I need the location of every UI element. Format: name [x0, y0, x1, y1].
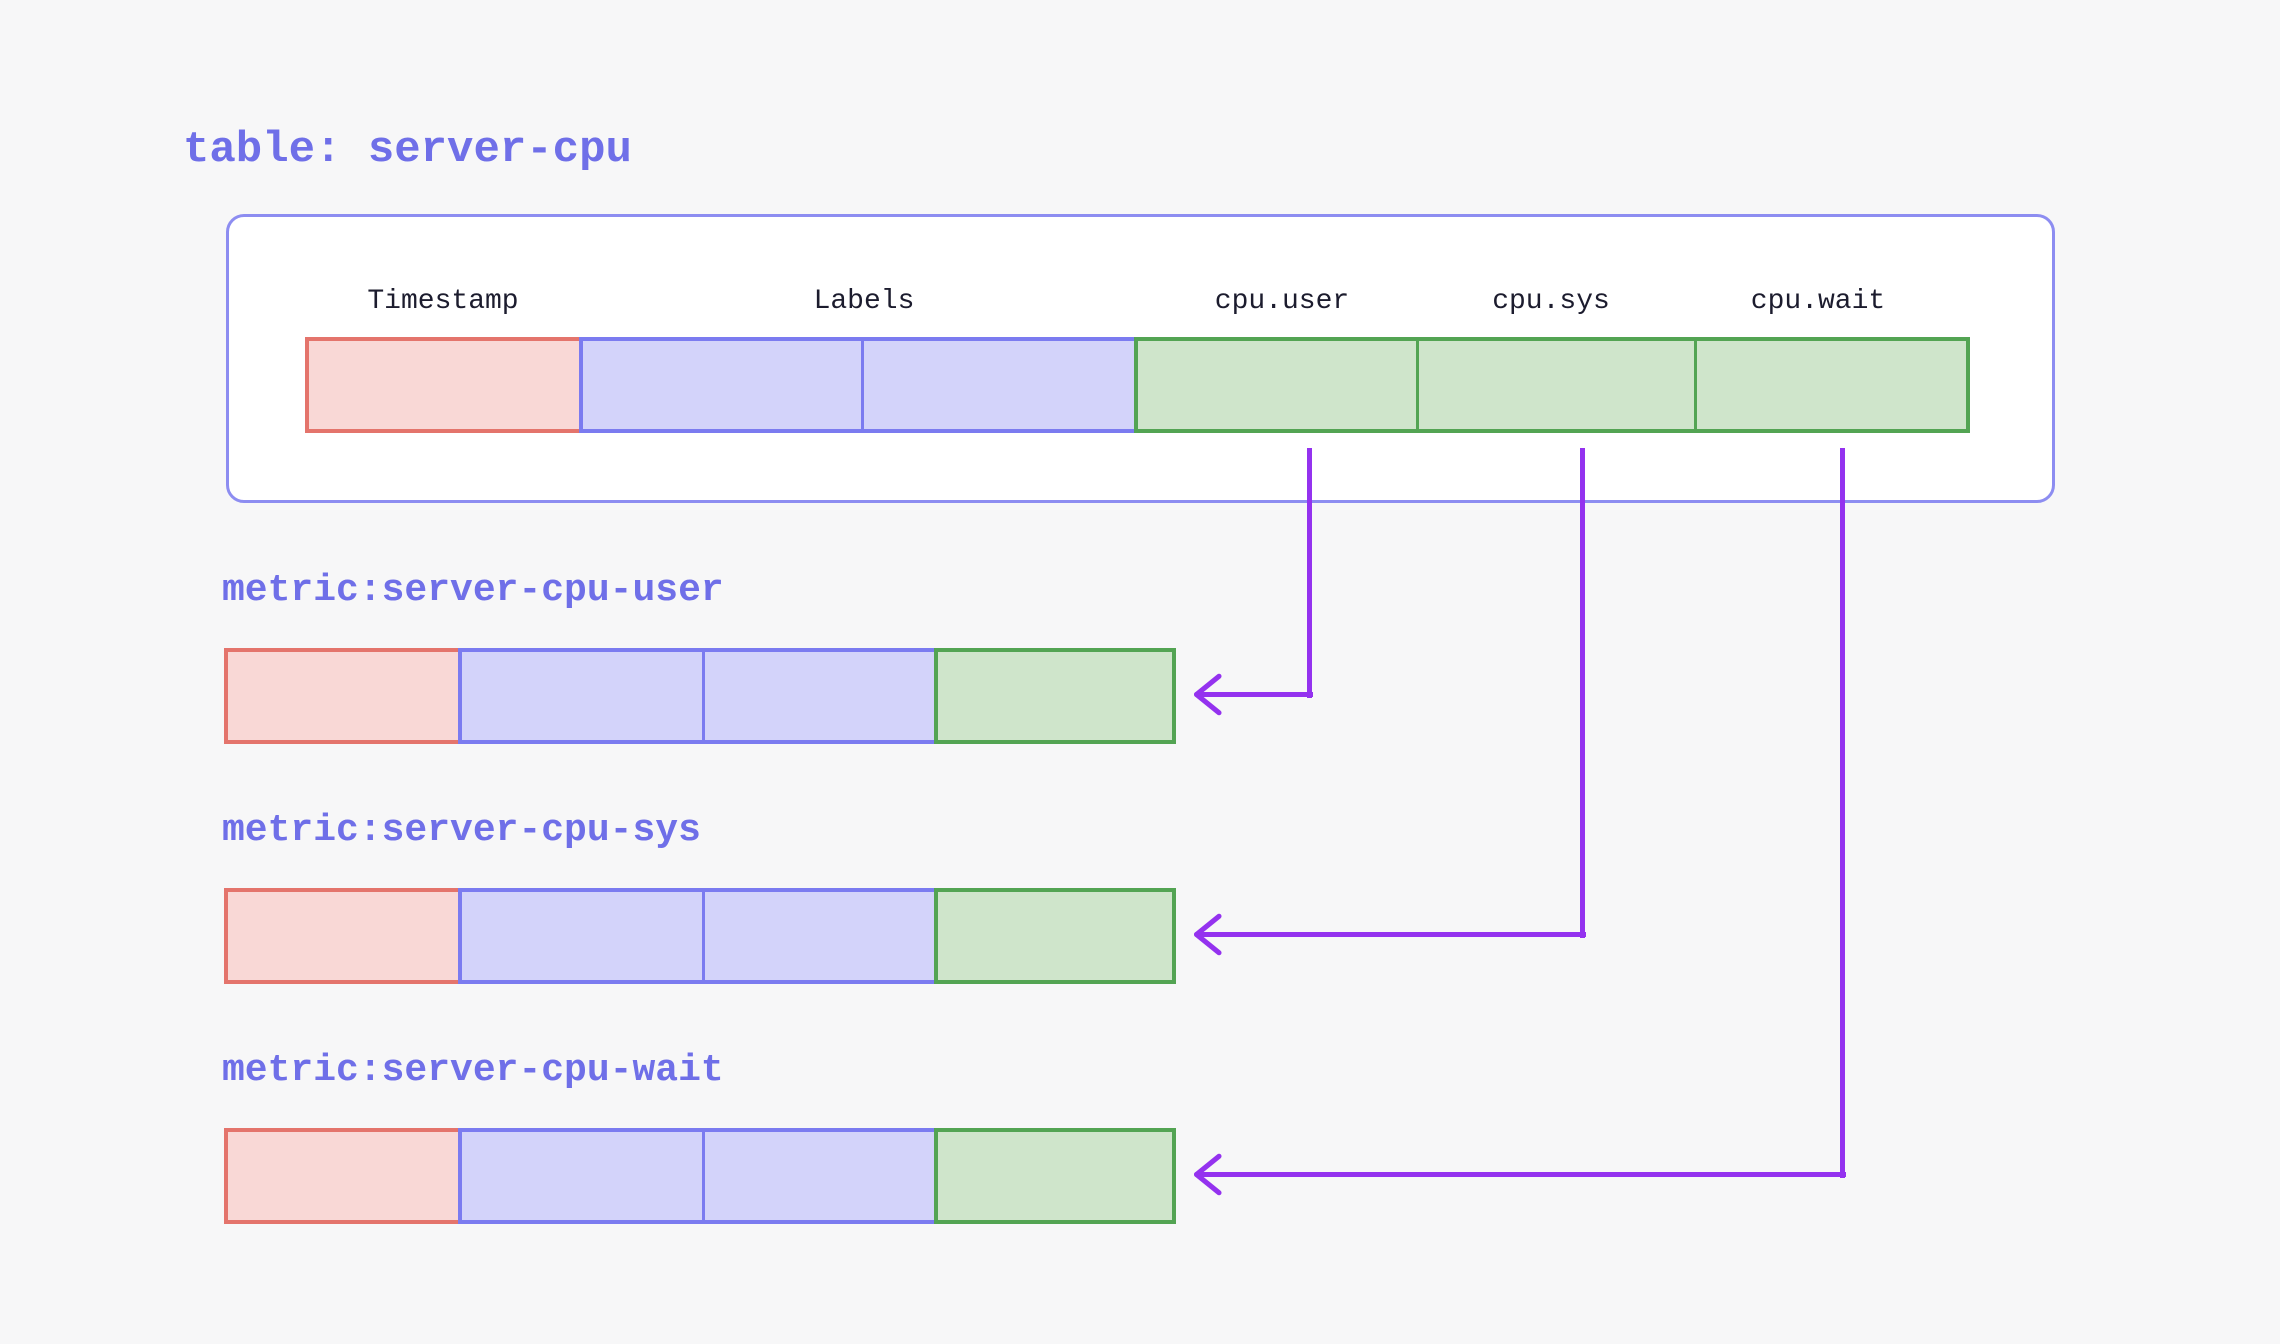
- connector-line: [1198, 1172, 1846, 1177]
- metric-cell-timestamp: [224, 648, 462, 744]
- metric-cells-labels: [458, 648, 942, 744]
- connector-line: [1580, 448, 1585, 938]
- column-header-labels: Labels: [813, 286, 915, 317]
- table-box: Timestamp Labels cpu.user cpu.sys cpu.wa…: [226, 214, 2055, 503]
- cell-divider: [702, 1132, 705, 1220]
- cell-divider: [1416, 341, 1419, 429]
- column-header-cpu-sys: cpu.sys: [1492, 286, 1610, 317]
- cell-divider: [702, 652, 705, 740]
- metric-row-sys: [224, 888, 1176, 984]
- table-title: table: server-cpu: [183, 125, 632, 175]
- metric-cell-value: [934, 1128, 1176, 1224]
- column-header-cpu-wait: cpu.wait: [1750, 286, 1886, 317]
- metric-cells-labels: [458, 1128, 942, 1224]
- cell-divider: [1694, 341, 1697, 429]
- metric-label-sys: metric:server-cpu-sys: [222, 809, 701, 852]
- connector-line: [1307, 448, 1312, 698]
- metric-cell-value: [934, 888, 1176, 984]
- table-cell-timestamp: [305, 337, 583, 433]
- connector-line: [1840, 448, 1845, 1178]
- column-header-cpu-user: cpu.user: [1214, 286, 1350, 317]
- metric-label-user: metric:server-cpu-user: [222, 569, 724, 612]
- cell-divider: [861, 341, 864, 429]
- table-cells-fields: [1134, 337, 1970, 433]
- metric-cell-timestamp: [224, 1128, 462, 1224]
- connector-line: [1198, 932, 1586, 937]
- table-cells-labels: [579, 337, 1142, 433]
- metric-label-wait: metric:server-cpu-wait: [222, 1049, 724, 1092]
- cell-divider: [702, 892, 705, 980]
- column-header-timestamp: Timestamp: [367, 286, 519, 317]
- metric-cell-timestamp: [224, 888, 462, 984]
- metric-row-user: [224, 648, 1176, 744]
- metric-cell-value: [934, 648, 1176, 744]
- metric-cells-labels: [458, 888, 942, 984]
- metric-row-wait: [224, 1128, 1176, 1224]
- connector-line: [1198, 692, 1313, 697]
